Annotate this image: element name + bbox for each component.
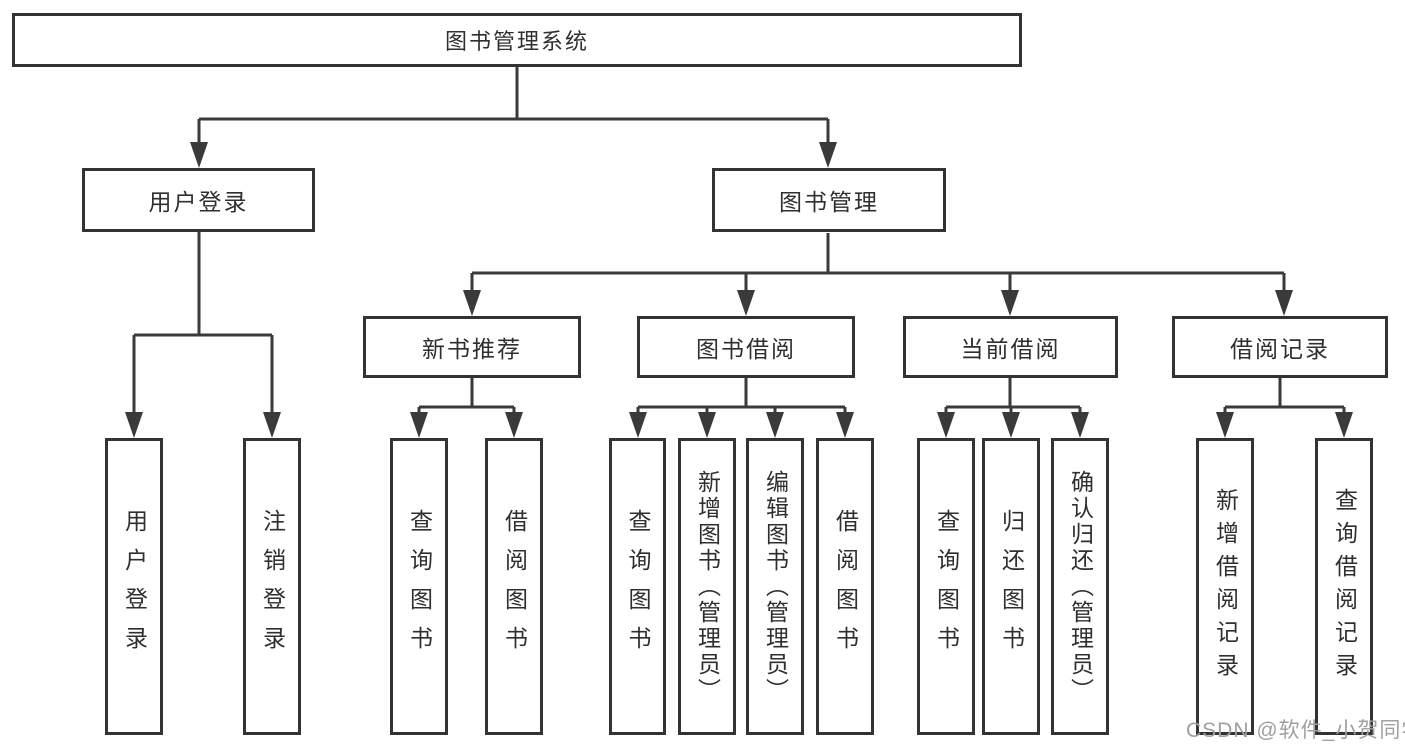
- watermark-text: CSDN @软件_小贺同学: [1186, 719, 1405, 742]
- node-root-system: 图书管理系统: [12, 13, 1022, 67]
- node-user-login: 用户登录: [82, 168, 315, 232]
- leaf-logout: 注销登录: [243, 438, 301, 735]
- arrowheads: [125, 142, 1353, 438]
- leaf-query-books-recommend-label: 查询图书: [406, 508, 433, 665]
- node-root-system-label: 图书管理系统: [444, 29, 589, 54]
- leaf-return-books: 归还图书: [982, 438, 1040, 735]
- connector-new-book-recommend: [417, 378, 516, 415]
- node-new-book-recommend: 新书推荐: [363, 316, 581, 378]
- leaf-borrow-books-recommend-label: 借阅图书: [501, 508, 528, 665]
- node-book-borrow: 图书借阅: [637, 316, 855, 378]
- node-borrow-records: 借阅记录: [1172, 316, 1388, 378]
- leaf-borrow-books-recommend: 借阅图书: [485, 438, 543, 735]
- leaf-add-books-admin: 新增图书（管理员）: [678, 438, 736, 735]
- leaf-add-books-admin-label: 新增图书（管理员）: [694, 469, 721, 704]
- node-current-borrow-label: 当前借阅: [960, 336, 1061, 362]
- leaf-user-login-label: 用户登录: [121, 508, 148, 665]
- leaf-query-borrow-record: 查询借阅记录: [1315, 438, 1373, 735]
- leaf-edit-books-admin-label: 编辑图书（管理员）: [762, 469, 789, 704]
- connector-user-login: [132, 232, 274, 415]
- leaf-query-books-borrow-label: 查询图书: [625, 508, 651, 665]
- node-book-borrow-label: 图书借阅: [696, 336, 796, 362]
- leaf-add-borrow-record-label: 新增借阅记录: [1212, 487, 1239, 686]
- leaf-query-books-current: 查询图书: [917, 438, 975, 735]
- leaf-user-login: 用户登录: [105, 438, 163, 735]
- connector-book-management: [470, 233, 1286, 293]
- leaf-query-books-borrow: 查询图书: [609, 438, 666, 735]
- connector-current-borrow: [944, 377, 1082, 415]
- connector-book-borrow: [636, 378, 847, 415]
- leaf-confirm-return-admin-label: 确认归还（管理员）: [1067, 469, 1094, 704]
- leaf-confirm-return-admin: 确认归还（管理员）: [1051, 438, 1109, 735]
- node-current-borrow: 当前借阅: [903, 316, 1118, 378]
- node-new-book-recommend-label: 新书推荐: [422, 336, 522, 362]
- leaf-query-books-recommend: 查询图书: [390, 438, 448, 735]
- leaf-query-books-current-label: 查询图书: [933, 508, 960, 665]
- node-book-management-label: 图书管理: [779, 189, 879, 215]
- node-borrow-records-label: 借阅记录: [1230, 336, 1330, 362]
- leaf-add-borrow-record: 新增借阅记录: [1196, 438, 1254, 735]
- connector-borrow-records: [1223, 377, 1346, 415]
- connector-root: [197, 67, 830, 146]
- node-book-management: 图书管理: [712, 168, 946, 232]
- leaf-borrow-books-label: 借阅图书: [832, 508, 859, 665]
- leaf-return-books-label: 归还图书: [998, 508, 1025, 665]
- leaf-edit-books-admin: 编辑图书（管理员）: [746, 438, 804, 735]
- leaf-borrow-books: 借阅图书: [816, 438, 874, 735]
- node-user-login-label: 用户登录: [148, 189, 249, 215]
- leaf-logout-label: 注销登录: [259, 508, 286, 665]
- leaf-query-borrow-record-label: 查询借阅记录: [1331, 487, 1358, 686]
